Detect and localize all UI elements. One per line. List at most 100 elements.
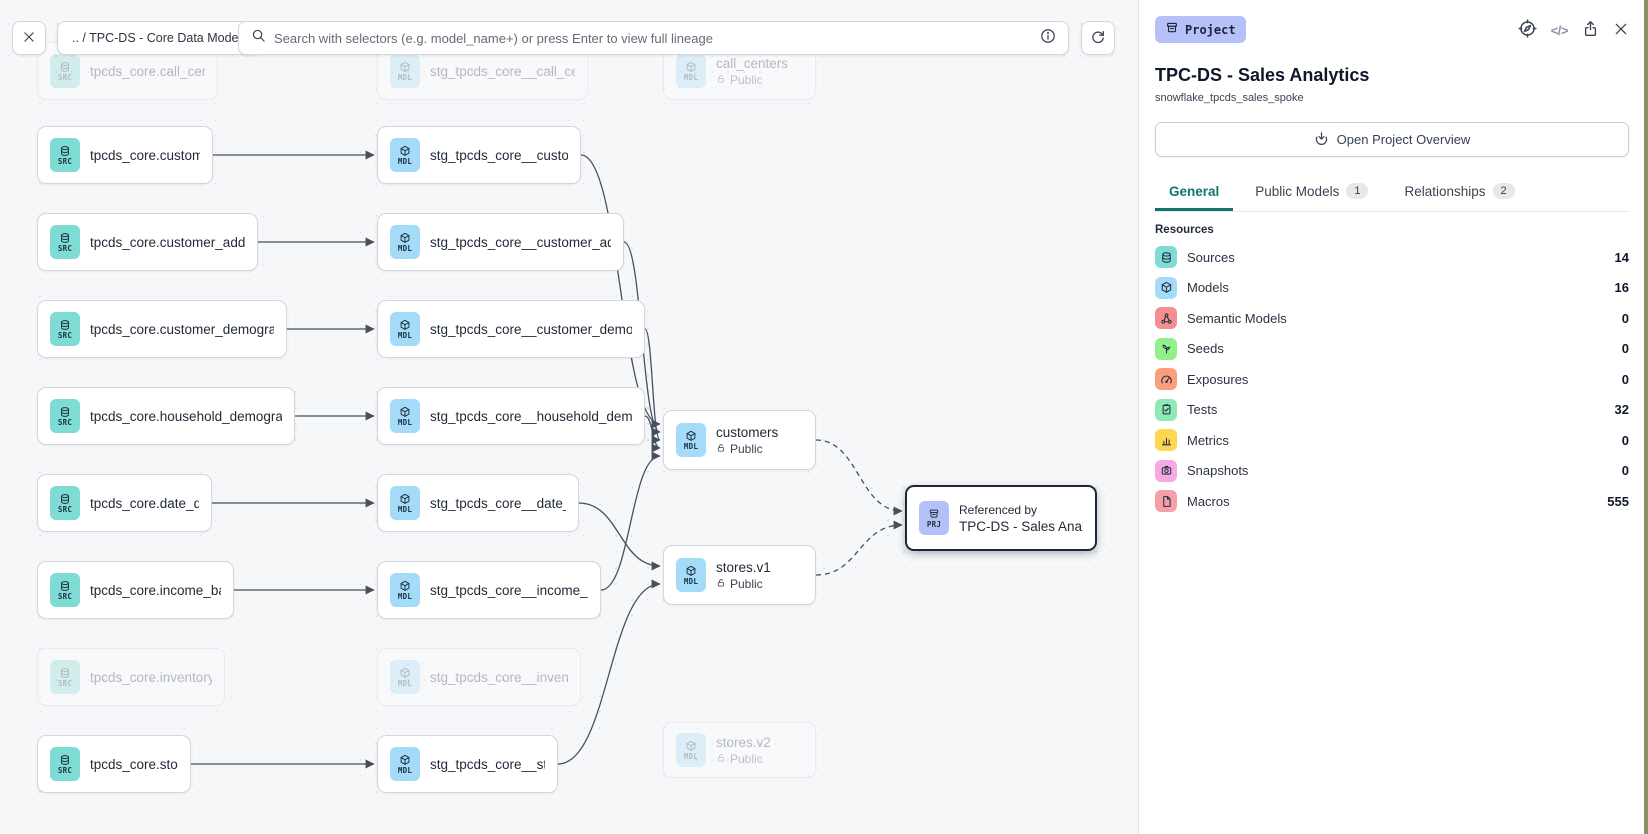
node-src-customer-address[interactable]: SRC tpcds_core.customer_address <box>37 213 258 271</box>
compass-icon[interactable] <box>1518 19 1537 41</box>
seed-icon <box>1155 337 1177 360</box>
lineage-edges <box>191 150 903 769</box>
node-label: tpcds_core.call_center <box>90 63 205 79</box>
node-label: stores.v2 <box>716 734 771 750</box>
access-label: Public <box>730 72 763 87</box>
resource-label: Snapshots <box>1187 463 1249 479</box>
database-icon: SRC <box>50 747 80 781</box>
resource-label: Exposures <box>1187 371 1249 387</box>
node-label: stg_tpcds_core__inventory <box>430 669 568 685</box>
access-label: Public <box>730 751 763 766</box>
cube-icon: MDL <box>390 225 420 259</box>
cube-icon: MDL <box>676 733 706 767</box>
panel-tabs: General Public Models 1 Relationships 2 <box>1155 173 1629 212</box>
open-project-overview-button[interactable]: Open Project Overview <box>1155 122 1629 157</box>
database-icon <box>1155 246 1177 269</box>
lineage-canvas[interactable]: SRCtpcds_core.call_centerSRCtpcds_core.c… <box>0 0 1138 834</box>
resource-row-semantic-models[interactable]: Semantic Models 0 <box>1155 303 1629 334</box>
refresh-icon <box>1090 29 1106 48</box>
node-label: stores.v1 <box>716 559 771 575</box>
search-input[interactable]: Search with selectors (e.g. model_name+)… <box>238 21 1069 55</box>
node-label: tpcds_core.customer_demographics <box>90 321 274 337</box>
close-icon <box>22 30 36 47</box>
resource-label: Models <box>1187 280 1229 296</box>
database-icon: SRC <box>50 225 80 259</box>
node-label: tpcds_core.store <box>90 756 178 772</box>
cube-icon: MDL <box>390 138 420 172</box>
node-label: tpcds_core.inventory <box>90 669 212 685</box>
node-label: stg_tpcds_core__call_center <box>430 63 575 79</box>
lock-open-icon <box>716 442 726 456</box>
resource-row-macros[interactable]: Macros 555 <box>1155 486 1629 517</box>
node-label: tpcds_core.date_dim <box>90 495 199 511</box>
resource-row-metrics[interactable]: Metrics 0 <box>1155 425 1629 456</box>
resource-count: 0 <box>1621 341 1629 357</box>
refresh-lineage-button[interactable] <box>1081 21 1115 55</box>
resource-row-exposures[interactable]: Exposures 0 <box>1155 364 1629 395</box>
lock-open-icon <box>716 73 726 87</box>
archive-icon: PRJ <box>919 501 949 535</box>
node-label: call_centers <box>716 55 789 71</box>
tab-relationships[interactable]: Relationships 2 <box>1390 173 1528 211</box>
node-label: TPC-DS - Sales Analytics <box>959 518 1083 534</box>
cube-icon <box>1155 276 1177 299</box>
access-label: Public <box>730 576 763 591</box>
tab-general[interactable]: General <box>1155 173 1234 211</box>
node-stg-customer-demographics[interactable]: MDLstg_tpcds_core__customer_demogra… <box>377 300 645 358</box>
node-stg-inventory[interactable]: MDL stg_tpcds_core__inventory <box>377 648 581 706</box>
code-icon[interactable]: </> <box>1550 22 1569 38</box>
close-panel-icon[interactable] <box>1613 21 1629 40</box>
tab-count-badge: 2 <box>1492 183 1515 199</box>
cube-icon: MDL <box>676 558 706 592</box>
resource-row-snapshots[interactable]: Snapshots 0 <box>1155 456 1629 487</box>
access-label: Public <box>730 441 763 456</box>
database-icon: SRC <box>50 138 80 172</box>
resource-count: 555 <box>1607 493 1629 509</box>
node-label: stg_tpcds_core__household_demogr… <box>430 408 632 424</box>
resource-count: 0 <box>1621 432 1629 448</box>
database-icon: SRC <box>50 573 80 607</box>
share-icon[interactable] <box>1582 20 1599 40</box>
node-src-store[interactable]: SRC tpcds_core.store <box>37 735 191 793</box>
project-details-panel: Project </> TPC-DS - Sales Analytics sno… <box>1138 0 1644 834</box>
resource-count: 0 <box>1621 463 1629 479</box>
node-stg-household-demographics[interactable]: MDLstg_tpcds_core__household_demogr… <box>377 387 645 445</box>
breadcrumb[interactable]: .. / TPC-DS - Core Data Models <box>57 21 263 55</box>
resource-count: 0 <box>1621 371 1629 387</box>
resource-label: Semantic Models <box>1187 310 1287 326</box>
resource-row-models[interactable]: Models 16 <box>1155 273 1629 304</box>
node-label: tpcds_core.customer_address <box>90 234 245 250</box>
file-icon <box>1155 490 1177 513</box>
cube-icon: MDL <box>390 660 420 694</box>
database-icon: SRC <box>50 54 80 88</box>
node-note: Referenced by <box>959 502 1038 517</box>
cube-icon: MDL <box>390 747 420 781</box>
resource-label: Macros <box>1187 493 1230 509</box>
resource-label: Metrics <box>1187 432 1229 448</box>
semantic-graph-icon <box>1155 307 1177 330</box>
tab-public-models[interactable]: Public Models 1 <box>1241 173 1382 211</box>
info-icon[interactable] <box>1040 28 1056 49</box>
close-lineage-button[interactable] <box>12 21 46 55</box>
resource-count: 0 <box>1621 310 1629 326</box>
resource-count: 16 <box>1614 280 1629 296</box>
